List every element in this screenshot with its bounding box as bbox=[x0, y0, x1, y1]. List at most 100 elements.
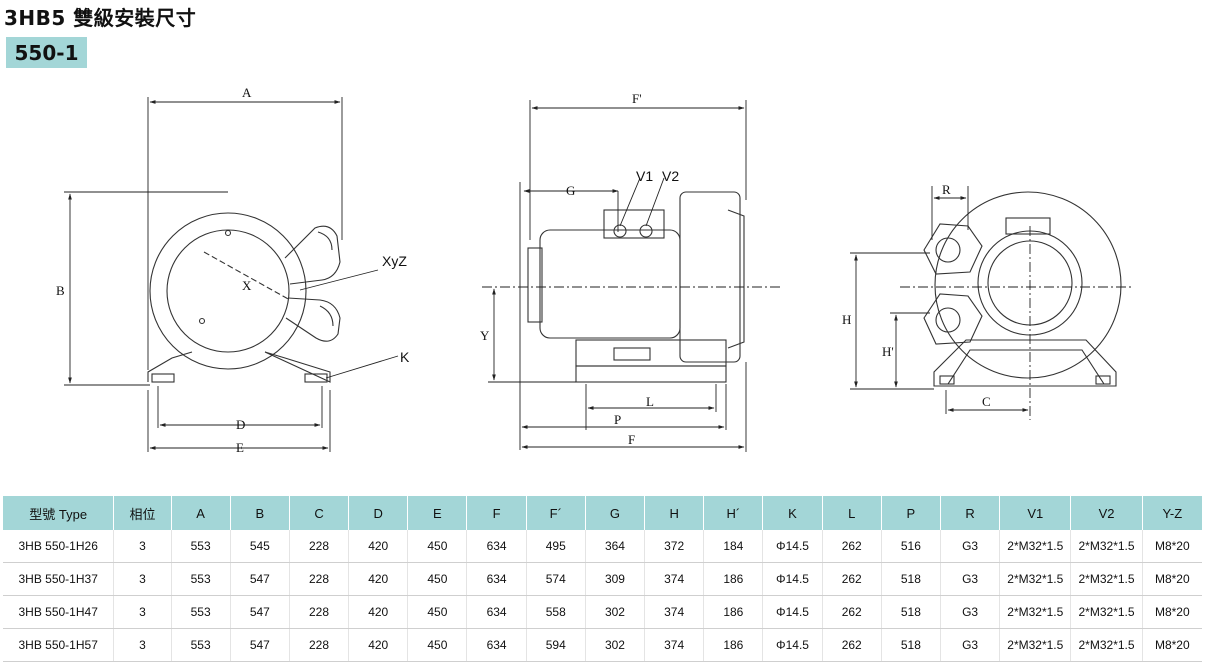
dim-label-b: B bbox=[56, 283, 65, 298]
table-cell: 545 bbox=[230, 530, 290, 563]
table-cell: 3 bbox=[113, 562, 172, 596]
rear-port-upper bbox=[923, 223, 983, 275]
page-title: 3HB5 雙級安裝尺寸 bbox=[4, 6, 197, 30]
table-cell: 450 bbox=[407, 530, 468, 563]
column-header: B bbox=[230, 496, 290, 530]
table-cell: 372 bbox=[644, 530, 705, 563]
column-header: L bbox=[822, 496, 882, 530]
table-cell: 420 bbox=[348, 628, 409, 662]
table-cell: 2*M32*1.5 bbox=[999, 628, 1072, 662]
installation-dimension-drawing: A B X XyZ K D E F' G V1 V2 Y L P F R H H… bbox=[56, 85, 1134, 455]
column-header: A bbox=[171, 496, 231, 530]
column-header: G bbox=[585, 496, 646, 530]
table-cell: 2*M32*1.5 bbox=[1070, 562, 1143, 596]
table-cell: Φ14.5 bbox=[762, 530, 823, 563]
table-cell: 3HB 550-1H26 bbox=[3, 530, 115, 563]
dim-label-v1: V1 bbox=[636, 168, 653, 184]
dim-label-f: F bbox=[628, 432, 635, 447]
table-cell: 228 bbox=[289, 628, 350, 662]
dim-label-p: P bbox=[614, 412, 621, 427]
dim-label-x: X bbox=[242, 278, 252, 293]
column-header: E bbox=[407, 496, 468, 530]
table-cell: 228 bbox=[289, 595, 350, 629]
column-header: V2 bbox=[1070, 496, 1143, 530]
dim-label-c: C bbox=[982, 394, 991, 409]
table-cell: 450 bbox=[407, 628, 468, 662]
front-housing-inner bbox=[166, 229, 290, 353]
front-view bbox=[147, 212, 341, 383]
side-motor-body bbox=[539, 229, 681, 339]
model-badge: 550-1 bbox=[6, 37, 87, 68]
dim-label-h: H bbox=[842, 312, 851, 327]
table-cell: M8*20 bbox=[1142, 562, 1202, 596]
table-cell: 2*M32*1.5 bbox=[1070, 530, 1143, 563]
table-cell: 186 bbox=[703, 628, 764, 662]
rear-dimensions bbox=[850, 186, 1134, 420]
front-outlet-lower bbox=[285, 297, 341, 342]
table-cell: 420 bbox=[348, 562, 409, 596]
table-cell: G3 bbox=[940, 628, 1001, 662]
table-cell: 228 bbox=[289, 530, 350, 563]
table-cell: 374 bbox=[644, 628, 705, 662]
table-cell: 3HB 550-1H57 bbox=[3, 628, 115, 662]
rear-view bbox=[923, 191, 1122, 387]
table-cell: 518 bbox=[881, 628, 941, 662]
column-header: Y-Z bbox=[1142, 496, 1202, 530]
table-cell: 262 bbox=[822, 595, 882, 629]
table-cell: 374 bbox=[644, 562, 705, 596]
table-cell: 634 bbox=[466, 628, 527, 662]
dim-label-e: E bbox=[236, 440, 244, 455]
column-header: H´ bbox=[703, 496, 764, 530]
table-cell: 3 bbox=[113, 628, 172, 662]
table-cell: G3 bbox=[940, 530, 1001, 563]
dim-label-y: Y bbox=[480, 328, 490, 343]
column-header: P bbox=[881, 496, 941, 530]
table-cell: 262 bbox=[822, 628, 882, 662]
column-header: R bbox=[940, 496, 1001, 530]
table-cell: Φ14.5 bbox=[762, 562, 823, 596]
table-cell: G3 bbox=[940, 595, 1001, 629]
front-bolt-hole bbox=[198, 317, 206, 325]
table-cell: 2*M32*1.5 bbox=[1070, 595, 1143, 629]
dim-label-a: A bbox=[242, 85, 252, 100]
table-cell: M8*20 bbox=[1142, 530, 1202, 563]
table-cell: 302 bbox=[585, 628, 646, 662]
table-cell: 262 bbox=[822, 530, 882, 563]
table-cell: 184 bbox=[703, 530, 764, 563]
dim-label-h-prime: H' bbox=[882, 344, 894, 359]
table-cell: Φ14.5 bbox=[762, 595, 823, 629]
table-cell: 450 bbox=[407, 562, 468, 596]
side-view bbox=[527, 191, 745, 383]
table-cell: 553 bbox=[171, 628, 231, 662]
table-cell: 547 bbox=[230, 595, 290, 629]
side-dimensions bbox=[482, 100, 780, 452]
table-cell: 553 bbox=[171, 595, 231, 629]
table-cell: 553 bbox=[171, 530, 231, 563]
table-cell: 3 bbox=[113, 595, 172, 629]
table-cell: 420 bbox=[348, 595, 409, 629]
front-base bbox=[147, 351, 331, 383]
rear-base bbox=[933, 339, 1117, 387]
side-terminal-box bbox=[603, 209, 665, 239]
table-cell: 309 bbox=[585, 562, 646, 596]
table-cell: 2*M32*1.5 bbox=[999, 595, 1072, 629]
table-cell: 420 bbox=[348, 530, 409, 563]
dim-label-v2: V2 bbox=[662, 168, 679, 184]
table-cell: M8*20 bbox=[1142, 595, 1202, 629]
column-header: K bbox=[762, 496, 823, 530]
rear-housing-outer bbox=[934, 191, 1122, 379]
table-cell: 3HB 550-1H47 bbox=[3, 595, 115, 629]
table-cell: 3 bbox=[113, 530, 172, 563]
table-cell: 302 bbox=[585, 595, 646, 629]
column-header: H bbox=[644, 496, 705, 530]
table-cell: 518 bbox=[881, 562, 941, 596]
table-cell: 364 bbox=[585, 530, 646, 563]
dim-label-l: L bbox=[646, 394, 654, 409]
front-outlet-upper bbox=[284, 225, 341, 285]
table-cell: 634 bbox=[466, 595, 527, 629]
